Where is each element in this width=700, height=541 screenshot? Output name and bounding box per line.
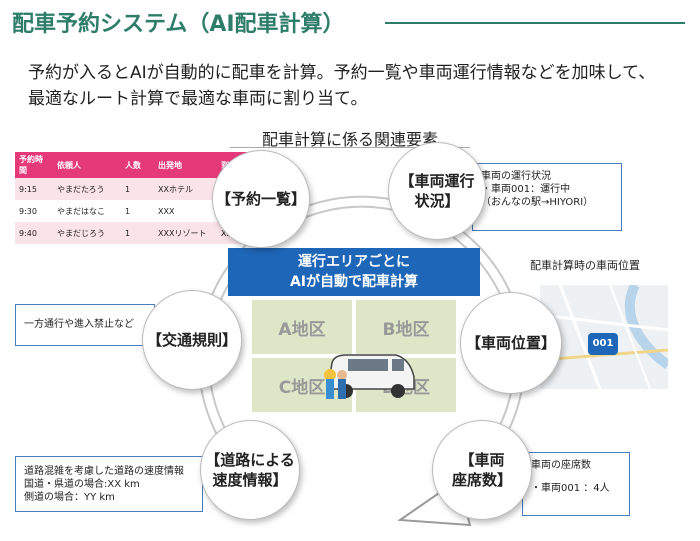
- table-header-row: 予約時間 依頼人 人数 出発地 到着地: [15, 152, 265, 178]
- intro-text: 予約が入るとAIが自動的に配車を計算。予約一覧や車両運行情報などを加味して、 最…: [28, 60, 700, 112]
- table-cell: 9:15: [15, 178, 53, 200]
- table-header: 依頼人: [53, 152, 121, 178]
- intro-line-1: 予約が入るとAIが自動的に配車を計算。予約一覧や車両運行情報などを加味して、: [28, 63, 656, 83]
- table-cell: 9:40: [15, 222, 53, 244]
- reservation-table: 予約時間 依頼人 人数 出発地 到着地 9:15 やまだたろう 1 XXホテル …: [15, 152, 265, 244]
- node-label-line: 座席数】: [451, 471, 512, 489]
- area-b: B地区: [356, 300, 456, 354]
- table-cell: XXXリゾート: [154, 222, 217, 244]
- node-label-line: 速度情報】: [212, 471, 288, 489]
- table-header: 人数: [121, 152, 154, 178]
- table-cell: やまだはなこ: [53, 200, 121, 222]
- node-vehicle-position: 【車両位置】: [460, 292, 562, 394]
- node-reservation-list: 【予約一覧】: [212, 150, 310, 248]
- table-header: 出発地: [154, 152, 217, 178]
- node-road-speed: 【道路による 速度情報】: [200, 420, 300, 520]
- node-traffic-rules: 【交通規則】: [142, 290, 242, 390]
- node-label-line: 【車両: [459, 451, 505, 469]
- callout-line: 国道・県道の場合:XX km: [24, 479, 140, 490]
- seats-callout: 車両の座席数 ・車両001 ：4人: [522, 452, 630, 516]
- callout-line: ・車両001：運行中: [481, 184, 571, 195]
- map-label: 配車計算時の車両位置: [530, 259, 640, 272]
- table-cell: XXホテル: [154, 178, 217, 200]
- banner-line-2: AIが自動で配車計算: [289, 274, 419, 290]
- intro-line-2: 最適なルート計算で最適な車両に割り当て。: [28, 89, 368, 109]
- callout-line: 車両の座席数: [531, 460, 591, 471]
- table-cell: 1: [121, 178, 154, 200]
- vehicle-marker: 001: [588, 333, 618, 355]
- traffic-rules-callout: 一方通行や進入禁止など: [15, 304, 155, 346]
- callout-line: ・車両001 ：4人: [531, 483, 610, 494]
- table-cell: 1: [121, 200, 154, 222]
- area-a: A地区: [252, 300, 352, 354]
- table-row: 9:15 やまだたろう 1 XXホテル ス: [15, 178, 265, 200]
- table-header: 予約時間: [15, 152, 53, 178]
- vehicle-status-callout: 車両の運行状況 ・車両001：運行中 （おんなの駅→HIYORI）: [472, 163, 622, 231]
- callout-line: 一方通行や進入禁止など: [24, 319, 134, 330]
- section-divider: [230, 147, 470, 148]
- table-cell: やまだじろう: [53, 222, 121, 244]
- table-cell: 9:30: [15, 200, 53, 222]
- table-cell: XXX: [154, 200, 217, 222]
- road-speed-callout: 道路混雑を考慮した道路の速度情報 国道・県道の場合:XX km 側道の場合：YY…: [15, 456, 203, 512]
- table-row: 9:40 やまだじろう 1 XXXリゾート XX在: [15, 222, 265, 244]
- center-banner: 運行エリアごとに AIが自動で配車計算: [228, 248, 480, 296]
- node-vehicle-seats: 【車両 座席数】: [432, 420, 532, 520]
- node-label-line: 【車両運行: [399, 172, 475, 190]
- table-cell: やまだたろう: [53, 178, 121, 200]
- banner-line-1: 運行エリアごとに: [298, 254, 410, 270]
- van-icon: [324, 354, 415, 399]
- node-label-line: 状況】: [414, 192, 460, 210]
- node-label-line: 【道路による: [205, 451, 295, 469]
- table-cell: 1: [121, 222, 154, 244]
- callout-line: 道路混雑を考慮した道路の速度情報: [24, 466, 184, 477]
- page-title: 配車予約システム（AI配車計算）: [12, 12, 345, 37]
- callout-line: 車両の運行状況: [481, 171, 551, 182]
- callout-line: 側道の場合：YY km: [24, 492, 115, 503]
- title-divider: [385, 22, 685, 24]
- callout-line: （おんなの駅→HIYORI）: [481, 197, 594, 208]
- section-title: 配車計算に係る関連要素: [261, 130, 438, 149]
- map-icon: [540, 285, 668, 389]
- node-vehicle-status: 【車両運行 状況】: [388, 142, 486, 240]
